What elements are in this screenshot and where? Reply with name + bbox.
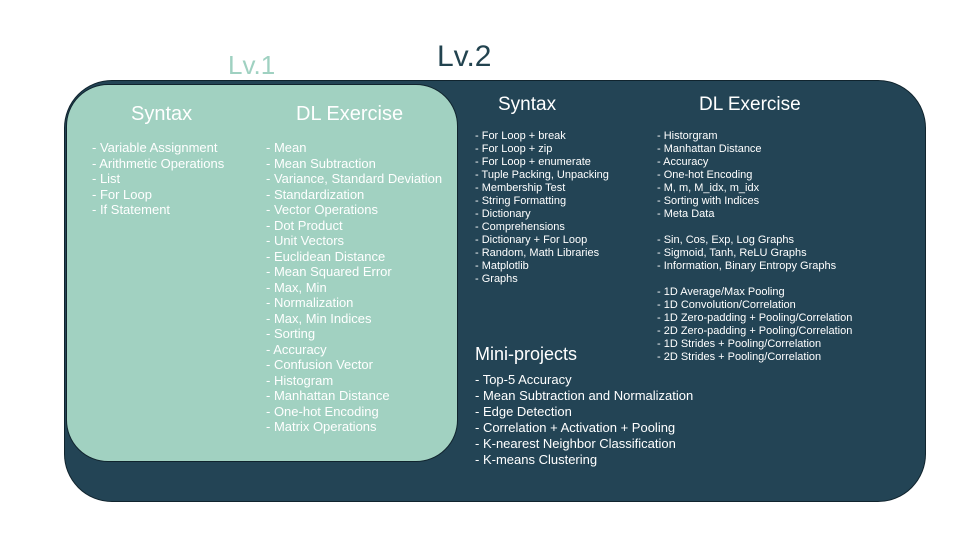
list-item: - Manhattan Distance	[266, 388, 390, 403]
lv2-title: Lv.2	[437, 40, 492, 73]
list-item: - Sorting	[266, 326, 316, 341]
lv1-panel	[66, 84, 458, 462]
list-item: - Dictionary + For Loop	[475, 234, 588, 246]
list-item: - Sigmoid, Tanh, ReLU Graphs	[657, 247, 807, 259]
list-spacer	[657, 273, 852, 286]
lv1-title: Lv.1	[228, 50, 276, 80]
list-item: - Mean Squared Error	[266, 264, 392, 279]
list-item: - M, m, M_idx, m_idx	[657, 182, 760, 194]
list-item: - Max, Min	[266, 279, 327, 295]
lv1-exercise-list: - Mean - Mean Subtraction - Variance, St…	[266, 140, 442, 435]
list-item: - Meta Data	[657, 208, 715, 220]
list-item: - Mean Subtraction	[266, 155, 376, 171]
list-item: - Mean Subtraction and Normalization	[475, 388, 694, 403]
lv1-exercise-heading: DL Exercise	[296, 103, 404, 125]
list-item: - Mean	[266, 140, 307, 155]
list-item: - 1D Zero-padding + Pooling/Correlation	[657, 312, 853, 324]
list-item: - For Loop + break	[475, 130, 566, 142]
list-item: - List	[92, 171, 121, 186]
list-item: - 2D Zero-padding + Pooling/Correlation	[657, 325, 853, 337]
list-item: - Dot Product	[266, 217, 343, 233]
list-item: - Arithmetic Operations	[92, 155, 225, 171]
list-item: - Max, Min Indices	[266, 310, 372, 326]
list-item: - 1D Convolution/Correlation	[657, 299, 796, 311]
list-item: - 1D Average/Max Pooling	[657, 286, 785, 298]
list-item: - Accuracy	[266, 341, 327, 357]
list-item: - Graphs	[475, 273, 518, 285]
list-item: - Historgram	[657, 130, 718, 142]
lv2-exercise-list: - Historgram - Manhattan Distance - Accu…	[657, 130, 852, 364]
list-item: - For Loop + enumerate	[475, 156, 591, 168]
list-item: - Confusion Vector	[266, 357, 373, 372]
list-item: - For Loop + zip	[475, 143, 553, 155]
lv2-syntax-heading: Syntax	[498, 94, 557, 115]
list-item: - Correlation + Activation + Pooling	[475, 420, 676, 435]
mini-projects-list: - Top-5 Accuracy - Mean Subtraction and …	[475, 372, 693, 468]
list-item: - Dictionary	[475, 208, 531, 220]
list-item: - Accuracy	[657, 156, 709, 168]
list-item: - Top-5 Accuracy	[475, 372, 572, 387]
list-item: - Sin, Cos, Exp, Log Graphs	[657, 234, 794, 246]
list-item: - Variance, Standard Deviation	[266, 171, 443, 186]
lv1-syntax-heading: Syntax	[131, 103, 193, 125]
list-item: - Histogram	[266, 372, 334, 388]
list-item: - Information, Binary Entropy Graphs	[657, 260, 837, 272]
list-item: - String Formatting	[475, 195, 567, 207]
list-item: - Tuple Packing, Unpacking	[475, 169, 609, 181]
list-item: - If Statement	[92, 202, 171, 217]
list-item: - Unit Vectors	[266, 233, 345, 248]
list-item: - One-hot Encoding	[266, 403, 379, 419]
lv2-syntax-list: - For Loop + break - For Loop + zip - Fo…	[475, 130, 609, 286]
list-item: - K-means Clustering	[475, 452, 598, 467]
list-spacer	[657, 221, 852, 234]
list-item: - Variable Assignment	[92, 140, 218, 155]
list-item: - Comprehensions	[475, 221, 565, 233]
list-item: - Manhattan Distance	[657, 143, 762, 155]
lv1-syntax-list: - Variable Assignment - Arithmetic Opera…	[92, 140, 224, 218]
list-item: - Edge Detection	[475, 404, 572, 419]
list-item: - 2D Strides + Pooling/Correlation	[657, 351, 822, 363]
list-item: - Euclidean Distance	[266, 248, 386, 264]
list-item: - Normalization	[266, 295, 354, 310]
list-item: - For Loop	[92, 186, 152, 202]
list-item: - Membership Test	[475, 182, 566, 194]
list-item: - One-hot Encoding	[657, 169, 753, 181]
list-item: - 1D Strides + Pooling/Correlation	[657, 338, 822, 350]
list-item: - Standardization	[266, 186, 365, 202]
lv2-exercise-heading: DL Exercise	[699, 94, 801, 115]
list-item: - Matplotlib	[475, 260, 529, 272]
mini-projects-heading: Mini-projects	[475, 344, 578, 364]
list-item: - Random, Math Libraries	[475, 247, 600, 259]
list-item: - K-nearest Neighbor Classification	[475, 436, 676, 451]
list-item: - Sorting with Indices	[657, 195, 760, 207]
list-item: - Vector Operations	[266, 202, 378, 217]
list-item: - Matrix Operations	[266, 419, 377, 434]
